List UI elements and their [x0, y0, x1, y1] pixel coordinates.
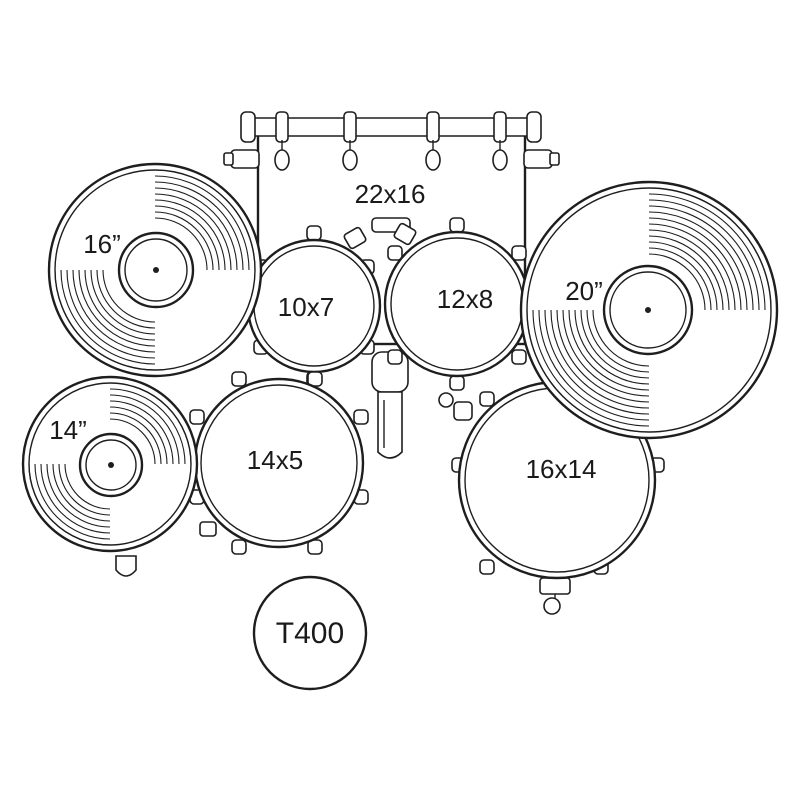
lug — [387, 245, 403, 261]
bass-drum-spur-right — [523, 149, 560, 169]
tension-rod — [492, 111, 508, 171]
bass-drum-spur-left — [223, 149, 260, 169]
floor-tom-leg-mount — [539, 577, 571, 615]
tom-bracket — [343, 226, 367, 250]
bass-pedal — [371, 351, 409, 459]
cymbal-14-label: 14” — [49, 415, 87, 445]
model-label: T400 — [276, 617, 344, 650]
tom-12x8-label: 12x8 — [437, 284, 493, 314]
lug — [353, 409, 369, 425]
tom-10x7-label: 10x7 — [278, 292, 334, 322]
lug — [511, 245, 527, 261]
lug — [189, 409, 205, 425]
tom-bracket — [393, 222, 417, 246]
tom-10x7: 10x7 — [246, 225, 382, 387]
cymbal-16-label: 16” — [83, 229, 121, 259]
lug — [387, 349, 403, 365]
bass-drum — [223, 111, 560, 459]
tension-rod — [425, 111, 441, 171]
snare-14x5: 14x5 — [189, 371, 369, 555]
snare-throw-off — [199, 521, 217, 537]
tension-rod — [274, 111, 290, 171]
model-badge: T400 — [252, 575, 368, 691]
cymbal-16: 16” — [47, 162, 263, 378]
floor-tom-label: 16x14 — [526, 454, 597, 484]
lug — [306, 225, 322, 241]
tom-12x8: 12x8 — [383, 217, 531, 391]
floor-tom-bracket — [438, 392, 473, 421]
snare-label: 14x5 — [247, 445, 303, 475]
lug — [479, 391, 495, 407]
lug — [511, 349, 527, 365]
cymbal-14: 14” — [21, 375, 199, 577]
lug — [479, 559, 495, 575]
tension-rod — [342, 111, 358, 171]
cymbal-20: 20” — [519, 180, 779, 440]
hihat-clutch — [115, 555, 137, 577]
lug — [449, 217, 465, 233]
lug — [449, 375, 465, 391]
lug — [231, 539, 247, 555]
bass-drum-label: 22x16 — [355, 179, 426, 209]
lug — [231, 371, 247, 387]
cymbal-20-label: 20” — [565, 276, 603, 306]
